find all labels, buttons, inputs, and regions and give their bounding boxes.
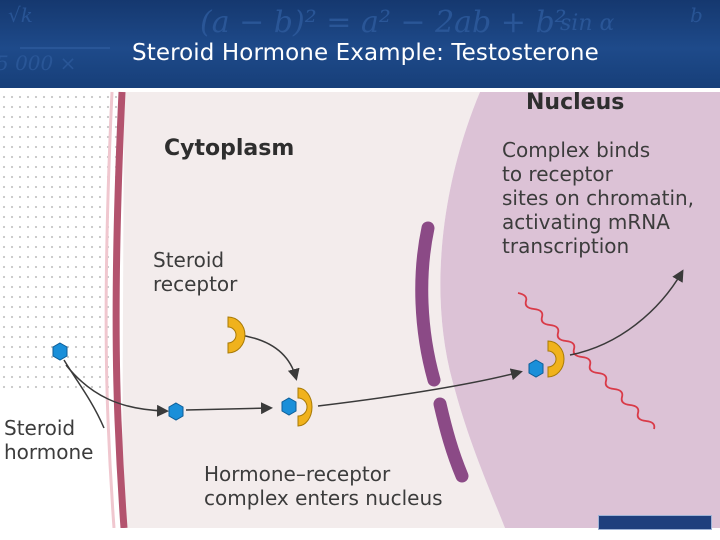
svg-text:b: b xyxy=(690,3,703,27)
steroid-hormone-molecule xyxy=(53,343,67,360)
nucleus-annotation: Complex binds to receptor sites on chrom… xyxy=(502,138,694,258)
nucleus-label: Nucleus xyxy=(526,90,624,115)
slide-title: Steroid Hormone Example: Testosterone xyxy=(132,40,599,66)
nuclear-bound-hormone xyxy=(529,360,543,377)
steroid-hormone-molecule-moving xyxy=(169,403,183,420)
svg-text:5 000 ×: 5 000 × xyxy=(0,51,76,75)
slide-header: (a − b)² = a² − 2ab + b² sin α 5 000 × √… xyxy=(0,0,720,88)
svg-text:√k: √k xyxy=(8,3,33,27)
complex-label: Hormone–receptor complex enters nucleus xyxy=(204,462,443,510)
cell-membrane xyxy=(116,92,124,528)
steroid-hormone-label: Steroid hormone xyxy=(4,416,93,464)
svg-text:sin α: sin α xyxy=(560,11,614,36)
footer-logo xyxy=(598,515,712,530)
cytoplasm-label: Cytoplasm xyxy=(164,136,294,161)
steroid-receptor-label: Steroid receptor xyxy=(153,248,237,296)
bound-hormone xyxy=(282,398,296,415)
svg-text:(a − b)² = a² − 2ab + b²: (a − b)² = a² − 2ab + b² xyxy=(200,5,567,40)
